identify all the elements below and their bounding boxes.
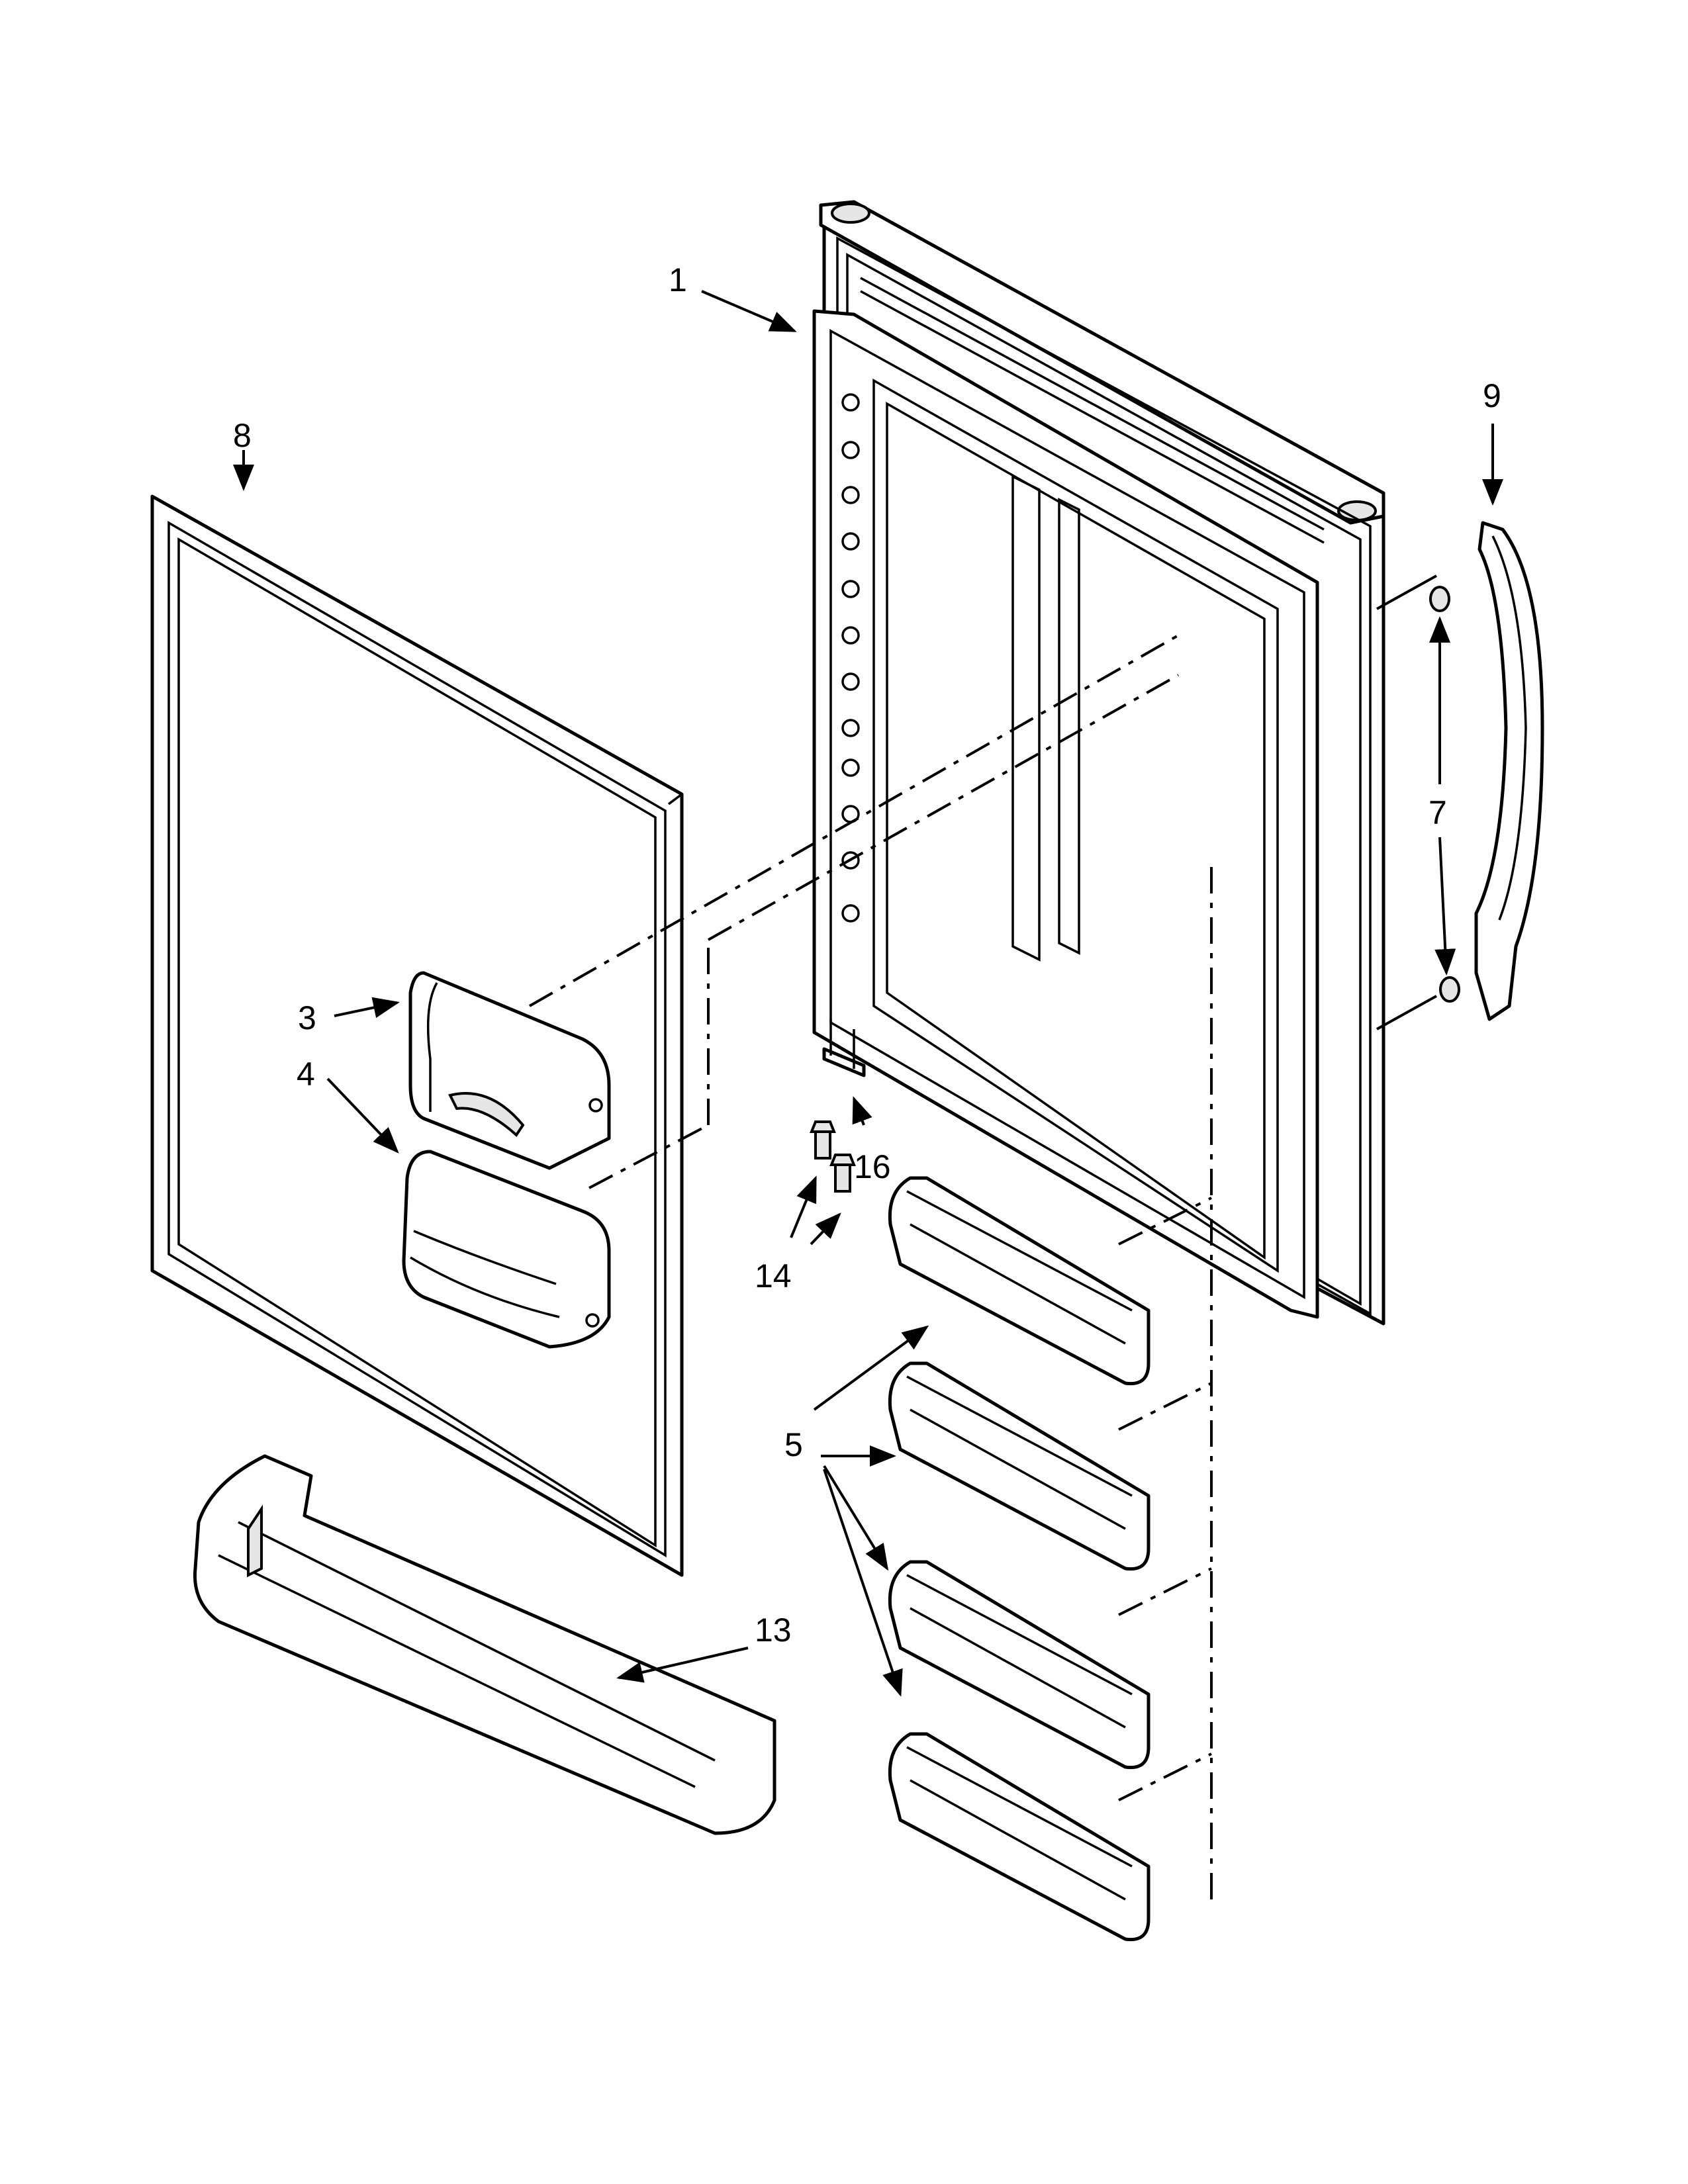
dairy-compartment-bin <box>402 1150 611 1349</box>
door-bin-1 <box>888 1176 1150 1386</box>
callout-8: 8 <box>233 417 252 454</box>
liner-bumps <box>841 393 860 923</box>
door-stop-bracket <box>822 1019 866 1077</box>
callout-1: 1 <box>669 261 687 298</box>
callout-14: 14 <box>755 1257 792 1295</box>
bracket-screw-1 <box>810 1120 836 1160</box>
door-inner-liner <box>812 309 1319 1319</box>
callout-16: 16 <box>854 1148 891 1185</box>
handle-screw-bottom <box>1439 976 1460 1003</box>
callout-5: 5 <box>784 1426 803 1463</box>
door-handle <box>1474 521 1544 1021</box>
leader-arrows <box>233 290 1503 1697</box>
handle-screw-top <box>1429 586 1450 612</box>
callout-3: 3 <box>298 999 316 1036</box>
large-door-bin <box>193 1454 776 1835</box>
callout-9: 9 <box>1483 377 1501 414</box>
door-bin-3 <box>888 1560 1150 1770</box>
callout-4: 4 <box>297 1056 315 1093</box>
callout-7: 7 <box>1429 794 1447 831</box>
dairy-compartment-door <box>408 971 611 1170</box>
door-bin-2 <box>888 1361 1150 1571</box>
door-bin-4 <box>888 1732 1150 1942</box>
assembly-phantom-lines <box>529 574 1437 1899</box>
bracket-screw-2 <box>829 1154 856 1193</box>
callout-13: 13 <box>755 1612 792 1649</box>
callout-labels: 1 3 4 5 7 8 9 13 14 16 <box>233 261 1501 1649</box>
